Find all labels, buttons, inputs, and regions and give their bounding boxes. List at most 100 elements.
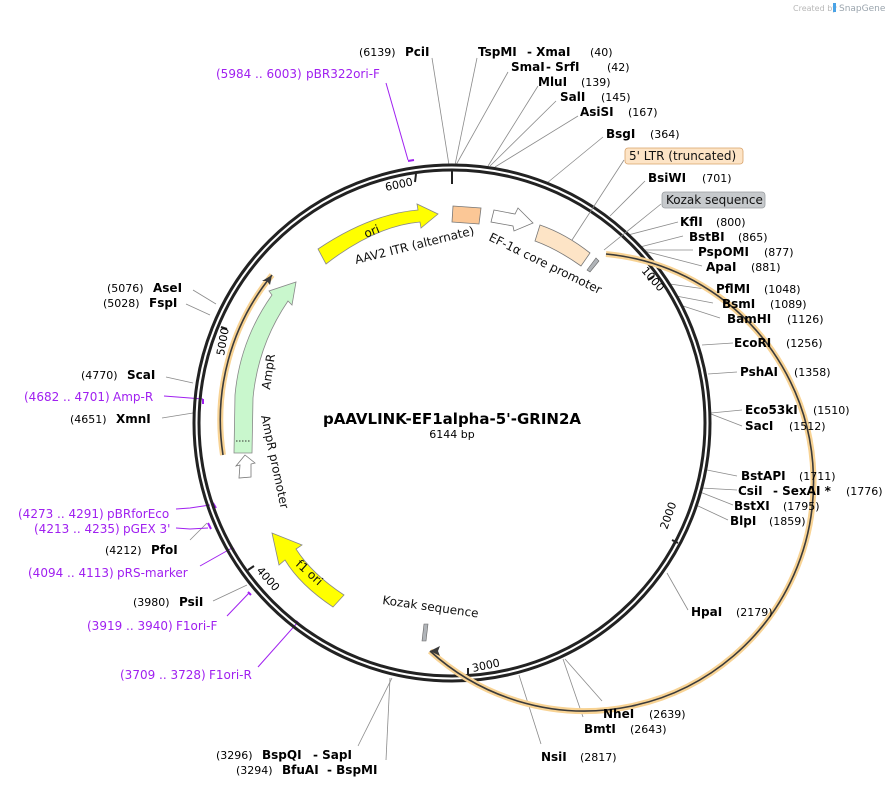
enzyme-sali[interactable]: SalI(145) — [560, 90, 631, 104]
primer-labels: (5984 .. 6003)pBR322ori-F (4682 .. 4701)… — [18, 67, 380, 682]
svg-text:BfuAI: BfuAI — [282, 763, 319, 777]
primer-pgex3[interactable]: (4213 .. 4235)pGEX 3' — [34, 522, 170, 536]
enzyme-bmti[interactable]: BmtI(2643) — [584, 722, 667, 736]
svg-text:(5076): (5076) — [107, 282, 144, 295]
svg-text:(4770): (4770) — [81, 369, 118, 382]
feature-f1-ori[interactable]: f1 ori — [271, 532, 345, 608]
enzyme-asisi[interactable]: AsiSI(167) — [580, 105, 658, 119]
feature-ef1a-promoter[interactable]: EF-1α core promoter — [487, 224, 604, 297]
enzyme-kfli[interactable]: KflI(800) — [680, 215, 746, 229]
svg-text:(3709 .. 3728): (3709 .. 3728) — [120, 668, 206, 682]
enzyme-bspqi-sapi[interactable]: (3296)BspQI- SapI — [216, 748, 352, 762]
svg-text:SalI: SalI — [560, 90, 585, 104]
svg-text:EcoRI: EcoRI — [734, 336, 771, 350]
callout-kozak[interactable]: Kozak sequence — [603, 191, 766, 251]
enzyme-bsmi[interactable]: BsmI(1089) — [722, 297, 807, 311]
enzyme-apai[interactable]: ApaI(881) — [706, 260, 781, 274]
credit-brand: SnapGene — [839, 4, 886, 14]
svg-text:NsiI: NsiI — [541, 750, 567, 764]
enzyme-pshai[interactable]: PshAI(1358) — [740, 365, 831, 379]
svg-text:(5028): (5028) — [103, 297, 140, 310]
svg-text:(1859): (1859) — [769, 515, 806, 528]
snapgene-credit: Created by SnapGene — [793, 3, 886, 14]
primer-f1ori-f[interactable]: (3919 .. 3940)F1ori-F — [87, 619, 217, 633]
svg-text:CsiI: CsiI — [738, 484, 763, 498]
enzyme-bstxi[interactable]: BstXI(1795) — [734, 499, 820, 513]
svg-text:(6139): (6139) — [359, 46, 396, 59]
enzyme-blpi[interactable]: BlpI(1859) — [730, 514, 806, 528]
svg-text:(42): (42) — [607, 61, 630, 74]
svg-text:BsmI: BsmI — [722, 297, 755, 311]
svg-text:(1256): (1256) — [786, 337, 823, 350]
svg-text:(877): (877) — [764, 246, 794, 259]
feature-kozak-bottom[interactable]: Kozak sequence — [382, 593, 480, 642]
enzyme-pcii[interactable]: (6139) PciI — [359, 45, 430, 59]
orf-ampr-outline — [217, 273, 275, 456]
svg-text:NheI: NheI — [603, 707, 634, 721]
feature-ampr[interactable]: AmpR — [233, 281, 297, 454]
svg-text:- SapI: - SapI — [313, 748, 352, 762]
enzyme-saci[interactable]: SacI(1512) — [745, 419, 826, 433]
svg-text:AseI: AseI — [153, 281, 182, 295]
svg-text:BstXI: BstXI — [734, 499, 770, 513]
svg-text:(364): (364) — [650, 128, 680, 141]
orf-grin2a — [427, 251, 817, 714]
enzyme-bfuai-bspmi[interactable]: (3294)BfuAI- BspMI — [236, 763, 377, 777]
enzyme-xmni[interactable]: (4651)XmnI — [70, 412, 151, 426]
svg-text:(2179): (2179) — [736, 606, 773, 619]
svg-text:(167): (167) — [628, 106, 658, 119]
callout-5ltr[interactable]: 5' LTR (truncated) — [571, 147, 744, 241]
enzyme-nhei[interactable]: NheI(2639) — [603, 707, 686, 721]
enzyme-bsiwi[interactable]: BsiWI(701) — [648, 171, 732, 185]
svg-text:Amp-R: Amp-R — [113, 390, 153, 404]
primer-pbr322ori-f[interactable]: (5984 .. 6003)pBR322ori-F — [216, 67, 380, 81]
feature-label-ori: ori — [362, 222, 382, 241]
svg-text:PshAI: PshAI — [740, 365, 778, 379]
enzyme-pflmi[interactable]: PflMI(1048) — [716, 282, 801, 296]
svg-text:(1510): (1510) — [813, 404, 850, 417]
primer-pbrforeco[interactable]: (4273 .. 4291)pBRforEco — [18, 507, 169, 521]
enzyme-bstbi[interactable]: BstBI(865) — [689, 230, 768, 244]
svg-text:PspOMI: PspOMI — [698, 245, 749, 259]
enzyme-nsii[interactable]: NsiI (2817) — [541, 750, 617, 764]
feature-promoter-arrow[interactable] — [490, 207, 534, 232]
enzyme-fspi[interactable]: (5028)FspI — [103, 296, 177, 310]
svg-text:(701): (701) — [702, 172, 732, 185]
enzyme-bstapi[interactable]: BstAPI(1711) — [741, 469, 836, 483]
tick-6000: 6000 — [384, 175, 414, 194]
enzyme-mlui[interactable]: MluI(139) — [538, 75, 611, 89]
svg-text:F1ori-F: F1ori-F — [176, 619, 217, 633]
enzyme-bsgi[interactable]: BsgI(364) — [606, 127, 680, 141]
enzyme-labels: (6139) PciI TspMI- XmaI(40) SmaI- SrfI(42… — [70, 45, 883, 777]
feature-ori[interactable]: ori — [317, 203, 439, 265]
enzyme-scai[interactable]: (4770)ScaI — [81, 368, 155, 382]
svg-text:pGEX 3': pGEX 3' — [123, 522, 170, 536]
svg-text:KflI: KflI — [680, 215, 703, 229]
snapgene-logo-icon — [833, 3, 836, 12]
svg-text:ApaI: ApaI — [706, 260, 736, 274]
svg-text:- XmaI: - XmaI — [527, 45, 570, 59]
enzyme-tspmi-xmai[interactable]: TspMI- XmaI(40) — [478, 45, 613, 59]
primer-prs-marker[interactable]: (4094 .. 4113)pRS-marker — [28, 566, 188, 580]
enzyme-smai-srfi[interactable]: SmaI- SrfI(42) — [511, 60, 630, 74]
svg-text:(2817): (2817) — [580, 751, 617, 764]
svg-text:(1776): (1776) — [846, 485, 883, 498]
svg-text:PciI: PciI — [405, 45, 430, 59]
svg-text:(4094 .. 4113): (4094 .. 4113) — [28, 566, 114, 580]
svg-text:(1048): (1048) — [764, 283, 801, 296]
feature-kozak-top[interactable] — [586, 257, 600, 273]
enzyme-hpai[interactable]: HpaI(2179) — [691, 605, 773, 619]
enzyme-psii[interactable]: (3980)PsiI — [133, 595, 203, 609]
primer-f1ori-r[interactable]: (3709 .. 3728)F1ori-R — [120, 668, 252, 682]
svg-text:pBRforEco: pBRforEco — [107, 507, 169, 521]
primer-amp-r[interactable]: (4682 .. 4701)Amp-R — [24, 390, 153, 404]
feature-label-ampr: AmpR — [259, 353, 278, 390]
enzyme-csii-sexai[interactable]: CsiI- SexAI *(1776) — [738, 484, 883, 498]
enzyme-ecori[interactable]: EcoRI (1256) — [734, 336, 823, 350]
enzyme-eco53ki[interactable]: Eco53kI(1510) — [745, 403, 850, 417]
enzyme-pfoi[interactable]: (4212)PfoI — [105, 543, 178, 557]
enzyme-bamhi[interactable]: BamHI(1126) — [727, 312, 824, 326]
enzyme-pspomi[interactable]: PspOMI (877) — [698, 245, 794, 259]
enzyme-asei[interactable]: (5076) AseI — [107, 281, 182, 295]
